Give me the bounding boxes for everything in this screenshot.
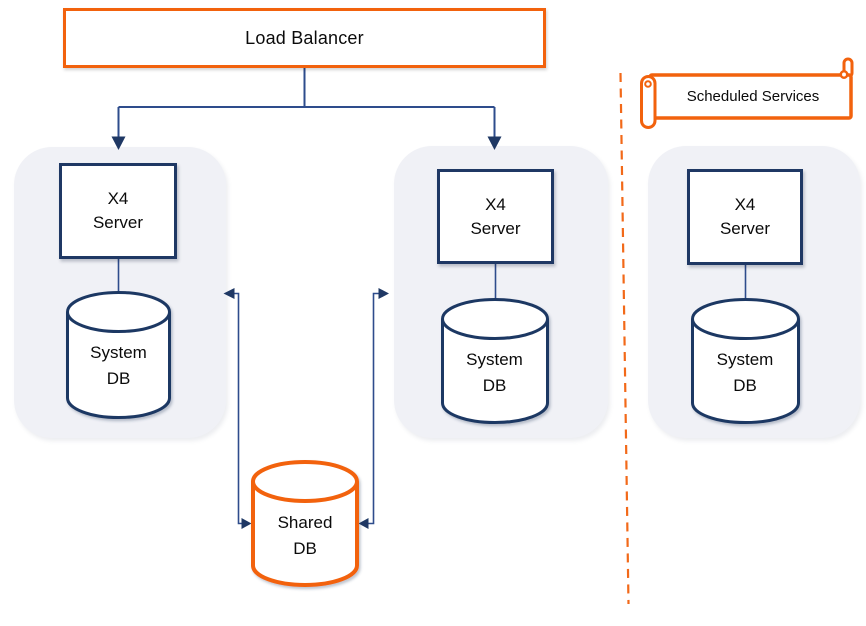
arrow-left-icon — [223, 288, 235, 299]
system-db-cylinder-1 — [66, 291, 171, 419]
x4-server-node-1: X4 Server — [59, 163, 177, 259]
x4-server-node-3: X4 Server — [687, 169, 803, 265]
system-db-label-3: System DB — [716, 349, 774, 395]
x4-server-label: X4 Server — [92, 189, 144, 232]
arrow-down-cluster2-icon — [487, 136, 502, 150]
x4-server-node-2: X4 Server — [437, 169, 554, 264]
system-db-cylinder-2 — [441, 298, 549, 424]
arrow-right-icon — [241, 518, 252, 529]
x4-server-label: X4 Server — [470, 194, 521, 238]
system-db-label-1: System DB — [90, 342, 147, 388]
scheduled-services-label: Scheduled Services — [686, 88, 820, 105]
shared-db-cylinder — [251, 460, 359, 587]
scheduled-zone-divider — [619, 72, 630, 605]
lb-to-clusters-connector — [111, 68, 502, 150]
system-db-cylinder-3 — [691, 298, 800, 424]
arrow-down-cluster1-icon — [111, 136, 126, 150]
cluster1-shared-db-connector — [223, 288, 252, 529]
cluster2-shared-db-connector — [358, 288, 389, 529]
x4-server-label: X4 Server — [719, 195, 771, 238]
load-balancer-label: Load Balancer — [245, 27, 364, 48]
load-balancer-node: Load Balancer — [63, 8, 546, 68]
arrow-left-icon — [358, 518, 369, 529]
shared-db-label: Shared DB — [277, 512, 333, 558]
arrow-right-icon — [378, 288, 389, 299]
scheduled-services-scroll — [640, 57, 854, 129]
system-db-label-2: System DB — [466, 349, 523, 395]
server-db-links — [117, 258, 747, 322]
